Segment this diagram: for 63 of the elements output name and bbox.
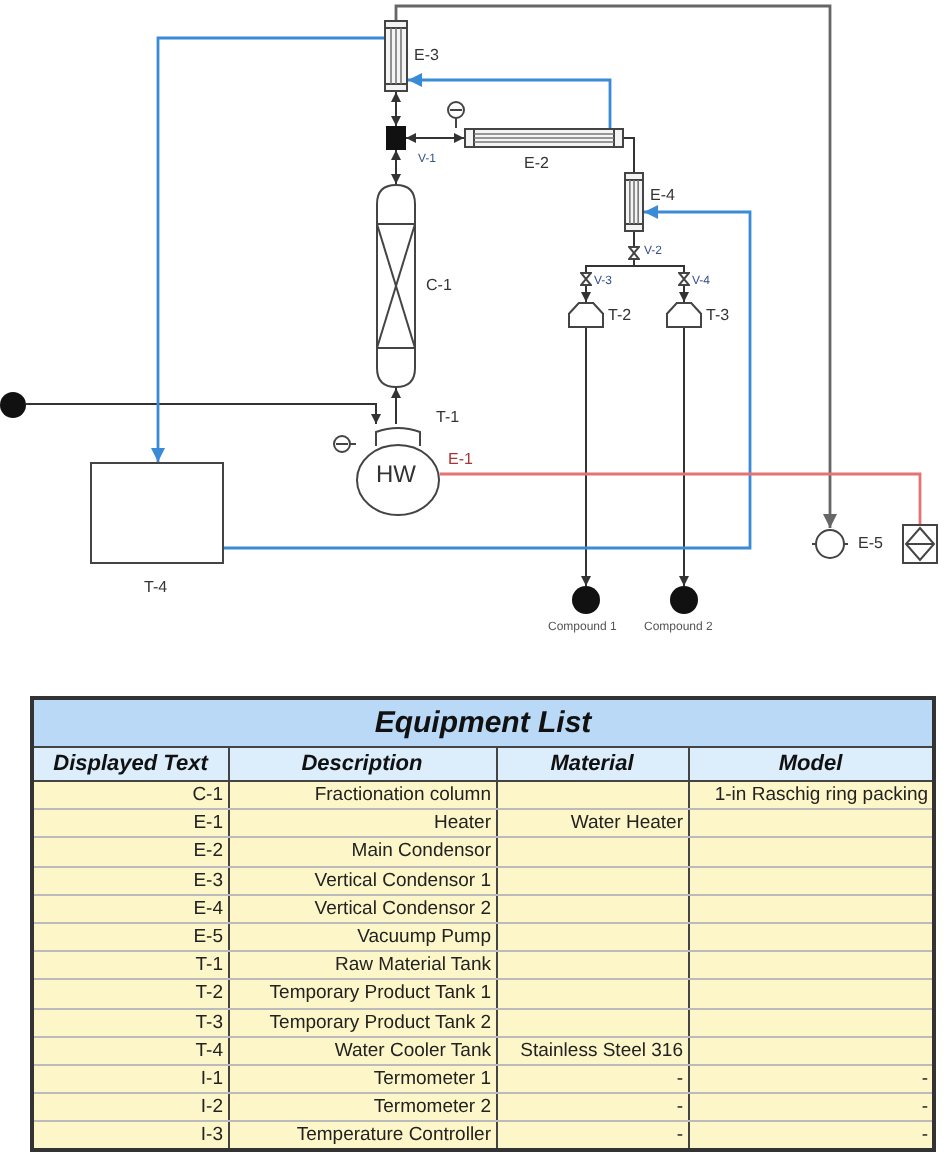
equipment-label: E-5 [858, 536, 883, 552]
column-header: Material [496, 747, 688, 781]
table-cell: Termometer 1 [228, 1064, 496, 1094]
table-cell: Vertical Condensor 2 [228, 894, 496, 923]
table-cell: Temporary Product Tank 1 [228, 979, 496, 1008]
table-cell: E-5 [32, 922, 228, 952]
pipe-line [633, 231, 635, 247]
flow-arrow [391, 91, 401, 127]
table-cell: Fractionation column [228, 781, 496, 810]
flow-arrow [151, 36, 384, 462]
flow-arrow [679, 327, 689, 587]
equipment-label: T-3 [706, 308, 730, 324]
flow-arrow [581, 285, 591, 303]
equipment-label: E-1 [448, 452, 473, 468]
table-cell: E-2 [32, 837, 228, 867]
equipment-label: T-2 [608, 308, 632, 324]
table-cell: Water Cooler Tank [228, 1036, 496, 1065]
table-cell: - [496, 1064, 688, 1094]
pipe-line [633, 259, 685, 273]
table-cell: Main Condensor [228, 837, 496, 867]
table-cell: Termometer 2 [228, 1093, 496, 1122]
table-cell: C-1 [32, 781, 228, 810]
table-cell: Vacuump Pump [228, 922, 496, 952]
table-cell: T-4 [32, 1036, 228, 1065]
table-title: Equipment List [32, 698, 935, 747]
flow-arrow [224, 205, 752, 550]
table-cell: - [496, 1093, 688, 1122]
pipe-line [440, 472, 922, 524]
column-header: Description [228, 747, 496, 781]
table-cell: Stainless Steel 316 [496, 1036, 688, 1065]
table-cell: I-1 [32, 1064, 228, 1094]
flow-arrow [679, 285, 689, 303]
flow-arrow [391, 387, 401, 425]
table-cell: 1-in Raschig ring packing [688, 781, 935, 810]
table-cell: T-3 [32, 1008, 228, 1037]
table-cell: Heater [228, 809, 496, 838]
pipe-line [585, 259, 635, 273]
table-cell: T-1 [32, 951, 228, 980]
table-cell: T-2 [32, 979, 228, 1008]
table-cell: E-1 [32, 809, 228, 838]
flow-arrow [408, 73, 612, 128]
table-cell: Raw Material Tank [228, 951, 496, 980]
column-header: Displayed Text [32, 747, 228, 781]
flow-arrow [581, 327, 591, 587]
equipment-label: E-2 [524, 156, 549, 172]
table-cell: Temporary Product Tank 2 [228, 1008, 496, 1037]
tank-label: HW [376, 462, 416, 486]
table-cell: I-2 [32, 1093, 228, 1122]
equipment-label: T-4 [144, 580, 168, 596]
equipment-label: E-4 [650, 188, 675, 204]
flow-arrow [405, 133, 465, 143]
table-cell: E-4 [32, 894, 228, 923]
pipe-line [623, 137, 635, 173]
table-cell: Vertical Condensor 1 [228, 866, 496, 895]
flow-arrow [25, 403, 381, 425]
equipment-label: E-3 [414, 48, 439, 64]
equipment-label: T-1 [436, 410, 460, 426]
table-cell: Water Heater [496, 809, 688, 838]
flow-arrow [391, 149, 401, 185]
flow-arrow [394, 4, 837, 528]
table-cell: E-3 [32, 866, 228, 895]
column-header: Model [688, 747, 935, 781]
equipment-label: C-1 [426, 278, 452, 294]
